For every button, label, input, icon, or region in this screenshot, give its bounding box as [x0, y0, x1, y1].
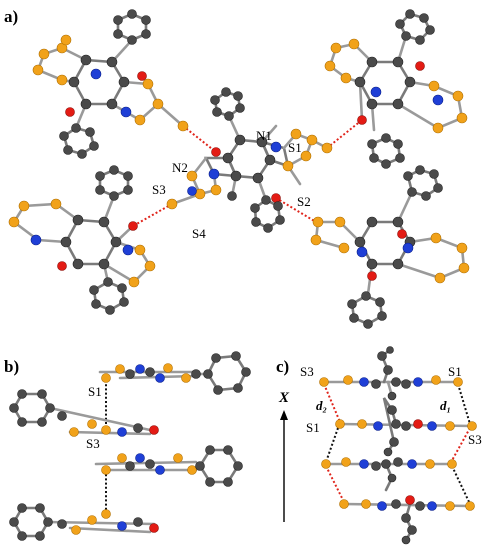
c-layer-2: [335, 397, 477, 457]
c-layer-3: [321, 457, 457, 492]
stack-layer-3: [94, 445, 243, 487]
label-d2: d₂: [316, 398, 327, 413]
stack-layer-1: [98, 351, 251, 395]
molecule-bottom-right: [310, 165, 470, 329]
label-b-s3: S3: [86, 436, 100, 451]
axis-x-label: X: [278, 390, 290, 406]
panel-c-label: c): [276, 357, 289, 376]
label-s3: S3: [152, 182, 166, 197]
contact-right-low: [451, 465, 471, 505]
label-c-s1-top: S1: [448, 364, 462, 379]
label-s1: S1: [288, 140, 302, 155]
stack-layer-4: [9, 503, 159, 541]
contact-left-mid: [325, 427, 339, 463]
panel-a-label: a): [4, 7, 18, 26]
molecule-top-right: [324, 9, 468, 169]
molecule-top-left: [32, 9, 189, 159]
panel-c: c) X: [276, 346, 482, 545]
panel-a: a): [4, 7, 470, 329]
contact-left-low: [325, 465, 345, 503]
label-s4: S4: [192, 226, 206, 241]
label-s2: S2: [297, 194, 311, 209]
label-n2: N2: [172, 160, 188, 175]
label-d1: d₁: [440, 398, 451, 413]
stack-layer-2: [9, 389, 159, 437]
panel-b: b): [4, 351, 251, 541]
label-n1: N1: [256, 128, 272, 143]
label-c-s3-mid: S3: [468, 432, 482, 447]
c-layer-4: [339, 495, 475, 545]
label-c-s1-mid: S1: [306, 420, 320, 435]
x-axis-arrow: [280, 410, 288, 522]
c-layer-1: [319, 346, 463, 401]
contact-d1: [457, 383, 471, 425]
molecule-bottom-left: [8, 165, 156, 315]
label-c-s3-top: S3: [300, 364, 314, 379]
contact-d2: [323, 383, 341, 423]
contact-right-mid: [449, 427, 471, 465]
molecule-central: [166, 87, 333, 233]
label-b-s1: S1: [88, 384, 102, 399]
panel-b-label: b): [4, 357, 19, 376]
panel-a-hydrogen-bonds: [132, 119, 363, 227]
